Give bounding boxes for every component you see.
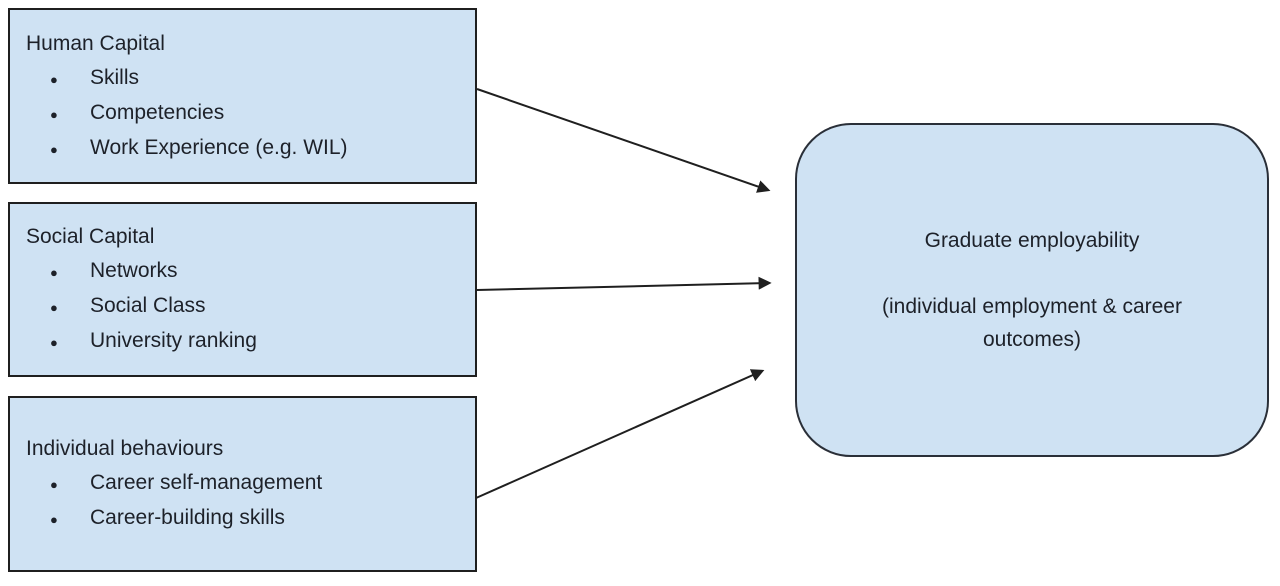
bullet-list: ● Networks ● Social Class ● University r…: [26, 254, 461, 359]
arrow-social-capital-to-outcome: [476, 276, 772, 291]
list-item: ● Competencies: [26, 96, 461, 131]
bullet-icon: ●: [50, 106, 58, 122]
outcome-subtitle: (individual employment & career outcomes…: [882, 295, 1182, 351]
list-item-label: Competencies: [90, 100, 225, 124]
list-item-label: Networks: [90, 259, 178, 282]
bullet-icon: ●: [50, 300, 58, 315]
bullet-icon: ●: [50, 141, 58, 157]
social-capital-box: Social Capital ● Networks ● Social Class…: [8, 202, 477, 377]
bullet-list: ● Career self-management ● Career-buildi…: [26, 466, 461, 536]
list-item: ● University ranking: [26, 324, 461, 359]
box-title: Human Capital: [26, 31, 165, 55]
bullet-icon: ●: [50, 335, 58, 350]
list-item: ● Social Class: [26, 289, 461, 324]
list-item-label: Social Class: [90, 294, 206, 317]
list-item: ● Career-building skills: [26, 501, 461, 536]
list-item: ● Networks: [26, 254, 461, 289]
list-item-label: Work Experience (e.g. WIL): [90, 135, 348, 159]
graduate-employability-box: Graduate employability (individual emplo…: [795, 123, 1269, 457]
list-item-label: Career self-management: [90, 471, 323, 494]
list-item: ● Skills: [26, 61, 461, 96]
bullet-list: ● Skills ● Competencies ● Work Experienc…: [26, 61, 461, 166]
list-item-label: Skills: [90, 65, 140, 89]
box-title: Social Capital: [26, 225, 155, 248]
arrow-individual-behaviours-to-outcome: [475, 369, 765, 499]
bullet-icon: ●: [50, 512, 58, 527]
box-title: Individual behaviours: [26, 437, 224, 460]
human-capital-box: Human Capital ● Skills ● Competencies ● …: [8, 8, 477, 184]
individual-behaviours-box: Individual behaviours ● Career self-mana…: [8, 396, 477, 572]
list-item: ● Career self-management: [26, 466, 461, 501]
outcome-title: Graduate employability: [924, 229, 1140, 252]
list-item-label: Career-building skills: [90, 506, 285, 529]
bullet-icon: ●: [50, 71, 58, 87]
bullet-icon: ●: [50, 265, 58, 280]
bullet-icon: ●: [50, 477, 58, 492]
list-item-label: University ranking: [90, 329, 257, 352]
list-item: ● Work Experience (e.g. WIL): [26, 131, 461, 166]
arrow-human-capital-to-outcome: [476, 88, 771, 193]
